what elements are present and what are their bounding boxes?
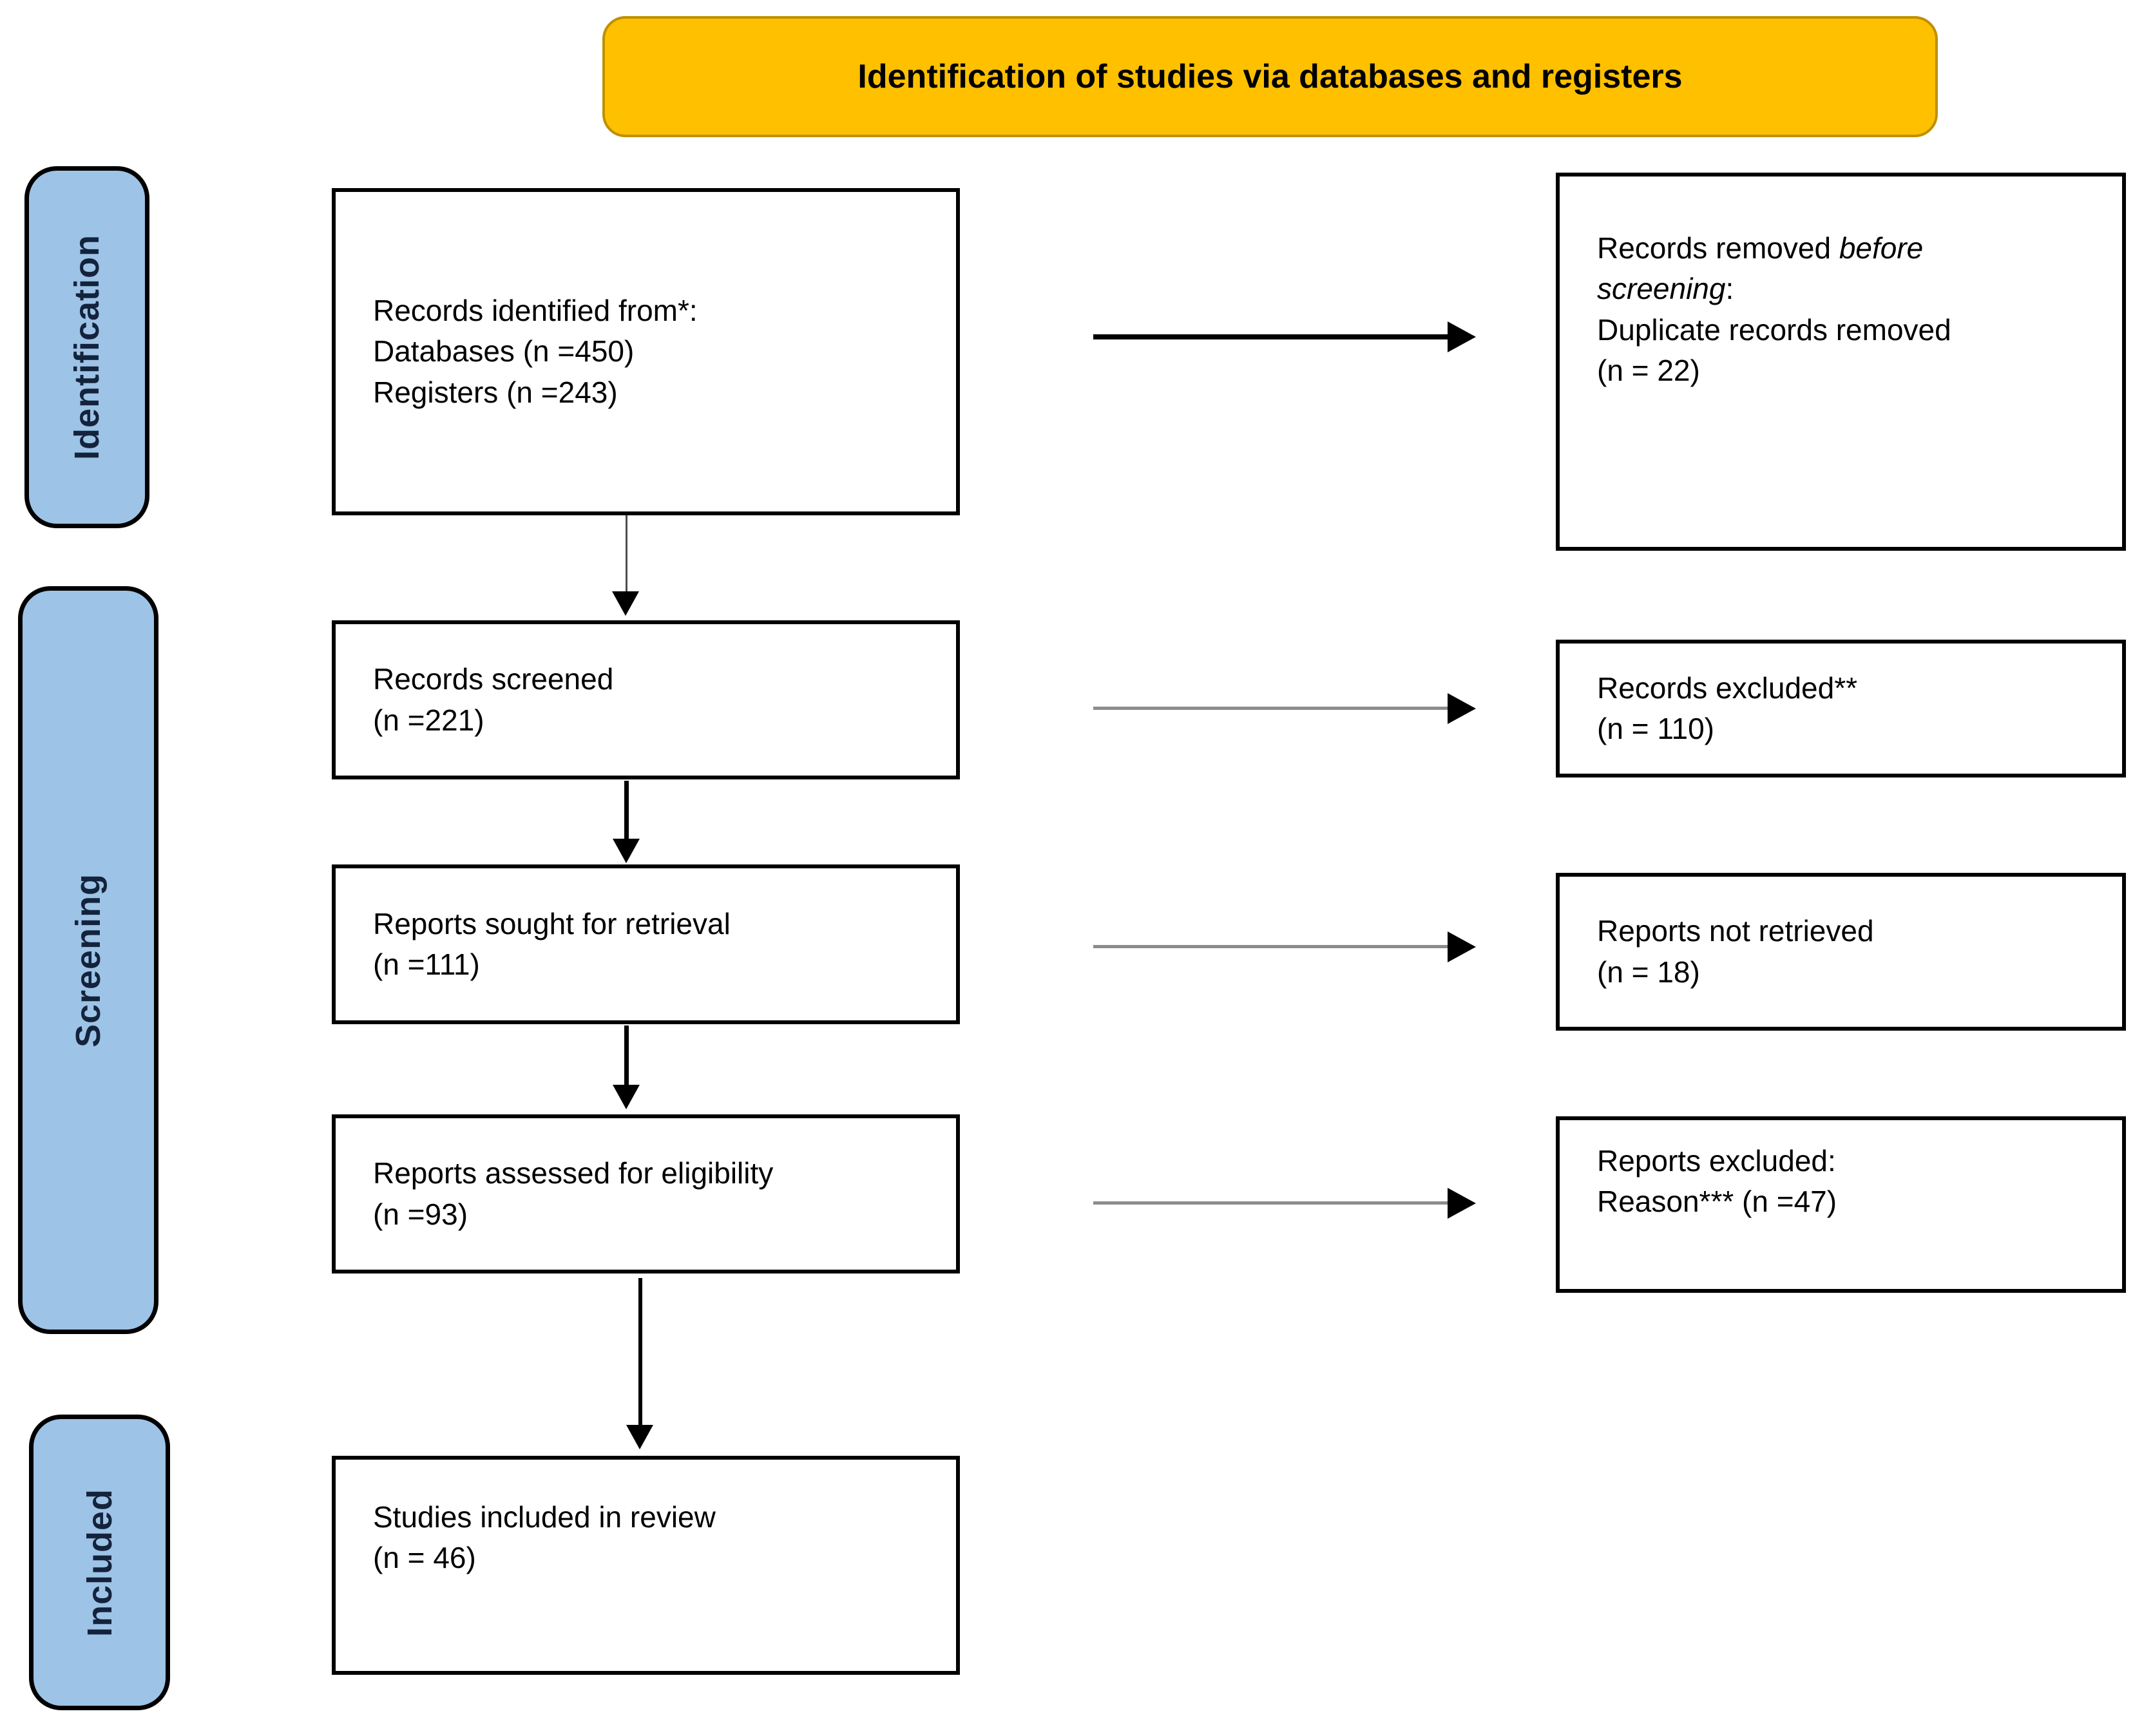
banner-title-text: Identification of studies via databases … [857, 58, 1683, 95]
arrow-assessed-to-reportsexcluded-head-icon [1448, 1188, 1476, 1219]
banner-title: Identification of studies via databases … [602, 16, 1938, 137]
box-records-screened: Records screened (n =221) [332, 620, 960, 779]
stage-label-identification: Identification [24, 166, 149, 528]
box-reports-sought: Reports sought for retrieval (n =111) [332, 864, 960, 1024]
box-text-line: (n =221) [373, 703, 484, 737]
arrow-screened-to-excluded-line [1093, 707, 1448, 710]
arrow-sought-to-notretrieved-head-icon [1448, 931, 1476, 962]
arrow-sought-to-assessed-head-icon [613, 1085, 640, 1109]
arrow-screened-to-excluded-head-icon [1448, 693, 1476, 724]
box-text-line: Records identified from*: [373, 293, 698, 327]
box-text-line: (n = 22) [1597, 354, 1700, 388]
arrow-identified-to-screened-line [626, 515, 627, 593]
box-text-line: Reports not retrieved [1597, 914, 1874, 948]
box-text-line: Registers (n =243) [373, 375, 618, 409]
box-reports-assessed: Reports assessed for eligibility (n =93) [332, 1114, 960, 1273]
box-text-line: Reason*** (n =47) [1597, 1185, 1837, 1219]
box-reports-excluded: Reports excluded: Reason*** (n =47) [1556, 1116, 2126, 1293]
box-text-line: (n =93) [373, 1197, 468, 1231]
box-text-line: Records screened [373, 662, 614, 696]
arrow-sought-to-notretrieved-line [1093, 945, 1448, 948]
stage-label-included-text: Included [80, 1488, 119, 1637]
box-text-line: screening: [1597, 272, 1734, 306]
box-text-line: (n = 18) [1597, 955, 1700, 989]
arrow-sought-to-assessed-line [624, 1025, 629, 1086]
box-text-line: Reports excluded: [1597, 1144, 1836, 1178]
arrow-assessed-to-included-line [638, 1278, 642, 1426]
stage-label-included: Included [29, 1415, 170, 1710]
stage-label-screening-text: Screening [69, 873, 108, 1047]
arrow-assessed-to-reportsexcluded-line [1093, 1201, 1448, 1205]
box-text-line: Studies included in review [373, 1500, 716, 1534]
box-records-removed-before-screening: Records removed before screening: Duplicat… [1556, 173, 2126, 551]
arrow-identified-to-removed-head-icon [1448, 321, 1476, 352]
stage-label-identification-text: Identification [68, 234, 106, 460]
stage-label-screening: Screening [18, 586, 158, 1334]
box-text-line: Reports sought for retrieval [373, 906, 731, 940]
box-text-line: Reports assessed for eligibility [373, 1156, 774, 1190]
box-records-excluded: Records excluded** (n = 110) [1556, 640, 2126, 777]
box-text-line: (n =111) [373, 948, 480, 981]
arrow-screened-to-sought-head-icon [613, 839, 640, 863]
box-text-line: (n = 110) [1597, 712, 1714, 745]
box-studies-included: Studies included in review (n = 46) [332, 1456, 960, 1675]
arrow-screened-to-sought-line [624, 781, 629, 840]
box-reports-not-retrieved: Reports not retrieved (n = 18) [1556, 873, 2126, 1031]
box-text-line: Databases (n =450) [373, 334, 635, 368]
box-text-line: Records excluded** [1597, 671, 1858, 705]
box-text-line: Duplicate records removed [1597, 312, 1951, 347]
arrow-identified-to-screened-head-icon [612, 591, 639, 616]
arrow-assessed-to-included-head-icon [626, 1425, 653, 1449]
box-text-line: Records removed before [1597, 231, 1924, 265]
arrow-identified-to-removed-line [1093, 334, 1448, 339]
box-records-identified: Records identified from*: Databases (n =4… [332, 188, 960, 515]
box-text-line: (n = 46) [373, 1541, 476, 1575]
